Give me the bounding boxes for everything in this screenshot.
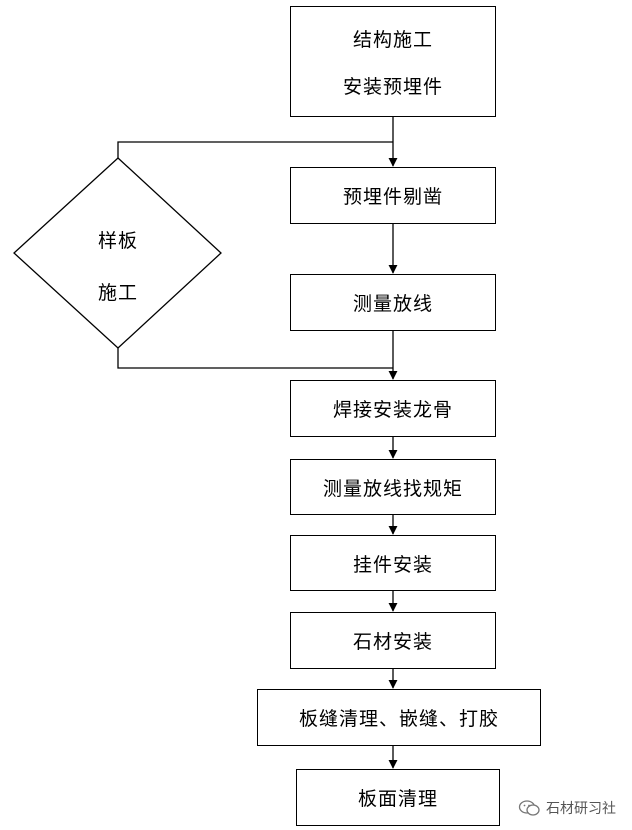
node-survey-label: 测量放线	[352, 293, 433, 315]
node-surface-clean: 板面清理	[296, 769, 500, 826]
watermark: 石材研习社	[518, 798, 616, 818]
node-joint-seal: 板缝清理、嵌缝、打胶	[257, 689, 541, 746]
node-weld-keel-label: 焊接安装龙骨	[332, 399, 453, 421]
node-stone: 石材安装	[290, 612, 496, 669]
node-structure-line1: 结构施工	[352, 28, 433, 51]
node-stone-label: 石材安装	[352, 631, 433, 653]
wechat-icon	[518, 800, 540, 816]
node-survey: 测量放线	[290, 274, 496, 331]
sample-branch-bottom	[117, 348, 393, 369]
sample-label-line2: 施工	[97, 282, 138, 304]
node-surface-clean-label: 板面清理	[357, 788, 438, 810]
node-embed-clear-label: 预埋件剔凿	[342, 186, 443, 208]
node-hanger-label: 挂件安装	[352, 553, 433, 576]
node-hanger: 挂件安装	[290, 535, 496, 591]
sample-label-line1: 样板	[97, 230, 138, 252]
node-survey-square: 测量放线找规矩	[290, 459, 496, 515]
sample-branch-top	[117, 141, 393, 158]
node-joint-seal-label: 板缝清理、嵌缝、打胶	[298, 708, 499, 730]
node-structure-embed: 结构施工 安装预埋件	[290, 6, 496, 117]
node-survey-square-label: 测量放线找规矩	[322, 477, 463, 500]
watermark-text: 石材研习社	[546, 801, 616, 817]
node-embed-clear: 预埋件剔凿	[290, 167, 496, 224]
sample-diamond	[13, 157, 222, 349]
node-structure-line2: 安装预埋件	[342, 75, 443, 98]
node-weld-keel: 焊接安装龙骨	[290, 380, 496, 437]
